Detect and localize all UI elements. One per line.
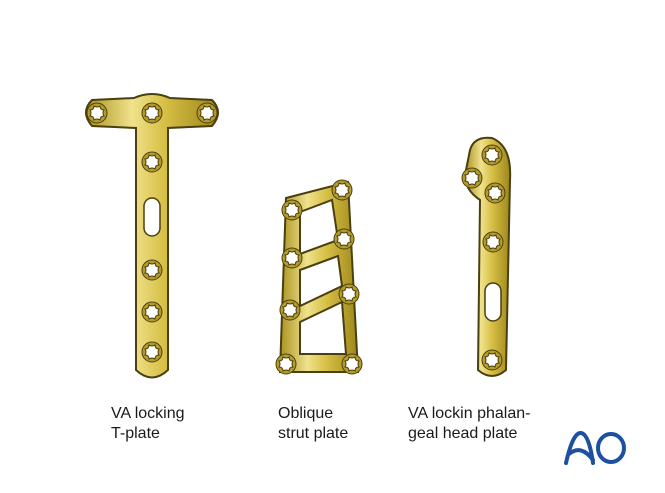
t-plate: [85, 93, 219, 379]
label-phalangeal-head-plate: VA lockin phalan- geal head plate: [408, 404, 530, 444]
label-line: strut plate: [278, 425, 349, 442]
label-oblique-strut-plate: Oblique strut plate: [278, 404, 348, 444]
label-line: VA locking: [111, 405, 185, 422]
label-line: T-plate: [111, 425, 160, 442]
label-line: geal head plate: [408, 425, 518, 442]
label-t-plate: VA locking T-plate: [111, 404, 185, 444]
ao-logo: [564, 431, 626, 465]
oblique-strut-plate: [275, 179, 363, 375]
phalangeal-head-plate: [461, 136, 512, 377]
label-line: Oblique: [278, 405, 334, 422]
label-line: VA lockin phalan-: [408, 405, 531, 422]
